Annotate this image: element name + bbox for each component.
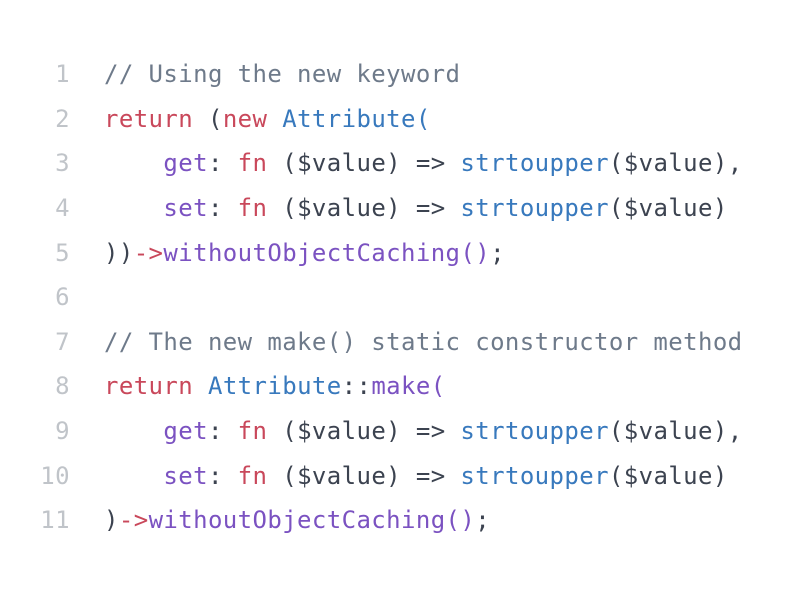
code-token: set [163,194,208,223]
code-token: ($value), [608,149,743,178]
line-number: 5 [55,238,70,267]
code-line: 10 set: fn ($value) => strtoupper($value… [0,453,809,498]
line-number: 9 [55,417,70,446]
code-line: 7 // The new make() static constructor me… [0,320,809,365]
code-token: :: [341,372,372,401]
code-token: strtoupper [460,417,609,446]
line-number: 1 [55,60,70,89]
code-token: new [222,104,268,133]
code-token: ($value) => [267,149,461,178]
code-line: 3 get: fn ($value) => strtoupper($value)… [0,141,809,186]
code-token [104,194,163,222]
code-line: 11)->withoutObjectCaching(); [0,498,809,543]
code-token: )) [104,238,134,267]
code-line: 6 [0,275,809,320]
code-line: 8 return Attribute::make( [0,364,809,409]
code-token: get [163,417,208,446]
code-editor: 1 // Using the new keyword 2 return (new At… [0,52,809,543]
code-token: withoutObjectCaching() [148,506,476,535]
code-text: // Using the new keyword [104,60,460,88]
code-token: ($value), [608,417,743,446]
code-token: ; [490,238,505,267]
code-text: set: fn ($value) => strtoupper($value) [104,462,728,490]
code-token: set [163,461,208,490]
code-token: fn [237,461,268,490]
code-token: : [207,417,238,446]
code-line: 4 set: fn ($value) => strtoupper($value) [0,186,809,231]
code-token [193,372,208,400]
line-number: 8 [55,372,70,401]
line-number: 11 [40,506,70,535]
code-token: get [163,149,208,178]
code-line: 2 return (new Attribute( [0,97,809,142]
code-token: -> [133,238,164,267]
code-token: withoutObjectCaching() [163,238,491,267]
code-token: ($value) => [267,417,461,446]
line-number: 7 [55,327,70,356]
code-token: : [207,461,238,490]
code-token: // Using the new keyword [104,60,461,89]
line-number: 10 [40,461,70,490]
code-text: return (new Attribute( [104,105,431,133]
line-number: 2 [55,104,70,133]
code-text: ))->withoutObjectCaching(); [104,239,505,267]
code-token: ($value) [608,194,728,223]
code-token: ( [193,104,223,133]
code-token: -> [118,506,149,535]
code-token: return [104,372,194,401]
code-token: fn [237,149,268,178]
line-number: 6 [55,283,70,312]
code-token: Attribute( [282,104,431,133]
code-token: : [207,149,238,178]
code-text: get: fn ($value) => strtoupper($value), [104,417,743,445]
code-line: 1 // Using the new keyword [0,52,809,97]
code-token [104,149,163,177]
code-text: )->withoutObjectCaching(); [104,506,490,534]
code-token: return [104,104,194,133]
code-token [104,462,163,490]
code-line: 5))->withoutObjectCaching(); [0,230,809,275]
code-text: // The new make() static constructor met… [104,328,743,356]
code-token: // The new make() static constructor met… [104,327,743,356]
code-token: Attribute [207,372,342,401]
code-token: ) [104,506,119,535]
code-text: get: fn ($value) => strtoupper($value), [104,149,743,177]
code-token: fn [237,194,268,223]
code-token: ($value) => [267,194,461,223]
code-line: 9 get: fn ($value) => strtoupper($value)… [0,409,809,454]
code-token: ; [475,506,491,535]
code-token: fn [237,417,268,446]
code-token: strtoupper [460,194,609,223]
line-number: 3 [55,149,70,178]
code-token: ($value) [608,461,728,490]
code-token: ($value) => [267,461,461,490]
code-token: : [207,194,238,223]
code-token: make( [371,372,446,401]
code-token: strtoupper [460,461,609,490]
line-number: 4 [55,194,70,223]
code-text: set: fn ($value) => strtoupper($value) [104,194,728,222]
code-token [267,105,282,133]
code-token: strtoupper [460,149,609,178]
code-text: return Attribute::make( [104,372,446,400]
code-token [104,417,163,445]
